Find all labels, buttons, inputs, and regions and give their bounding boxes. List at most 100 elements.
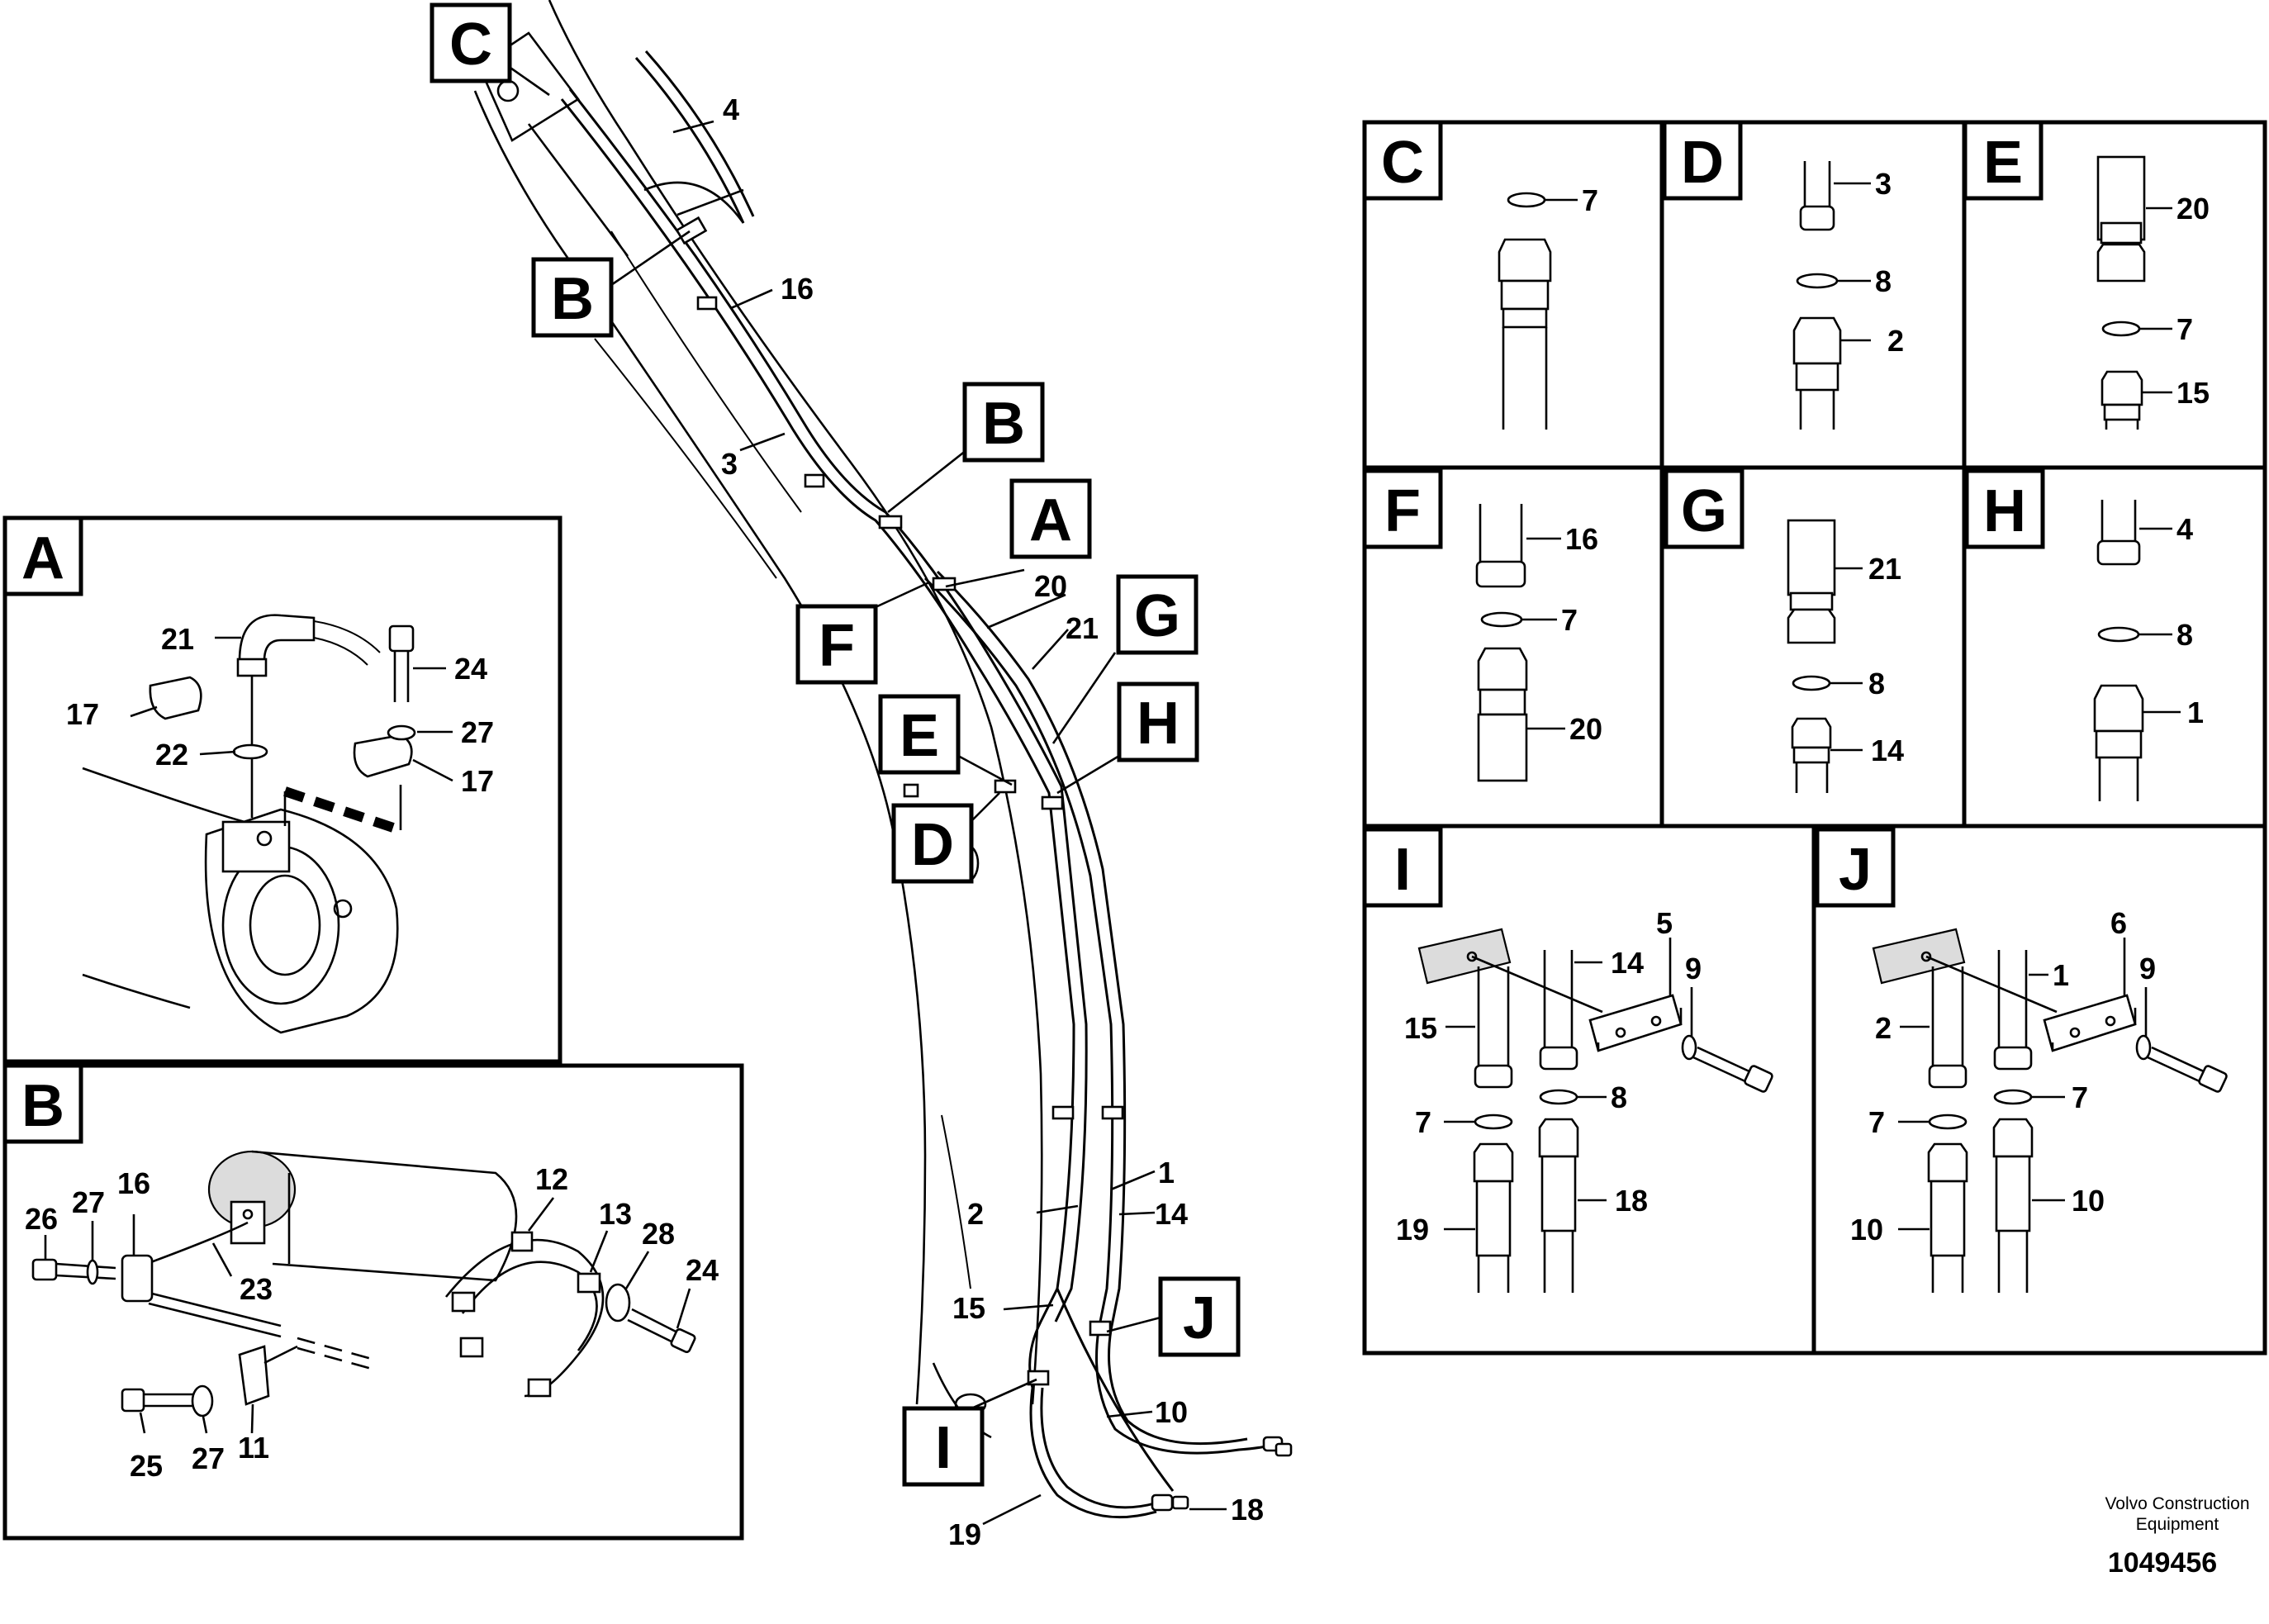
company-name-line1: Volvo Construction — [2105, 1494, 2249, 1513]
detail-d-label-2: 2 — [1887, 324, 1904, 358]
callout-j-main[interactable]: J — [1158, 1276, 1241, 1357]
detail-c-letter: C — [1381, 130, 1424, 196]
part-number-14: 14 — [1155, 1197, 1188, 1231]
detail-d-label-8: 8 — [1875, 264, 1892, 298]
detail-i-label-9: 9 — [1685, 952, 1702, 985]
detail-h-letter: H — [1983, 478, 2026, 544]
detail-panel-c: C 7 — [1362, 120, 1598, 430]
callout-b-mid[interactable]: B — [962, 382, 1045, 463]
part-number-2: 2 — [967, 1197, 984, 1231]
detail-g-label-8: 8 — [1868, 667, 1885, 700]
detail-e-label-20: 20 — [2176, 192, 2210, 226]
detail-g-label-14: 14 — [1871, 734, 1904, 767]
detail-panel-f: F 16 7 20 — [1362, 468, 1602, 782]
detail-j-label-9: 9 — [2139, 952, 2156, 985]
detail-i-label-18: 18 — [1615, 1184, 1648, 1218]
detail-h-label-8: 8 — [2176, 618, 2193, 652]
part-number-16: 16 — [781, 272, 814, 306]
detail-j-label-7b: 7 — [2072, 1080, 2088, 1114]
detail-j-label-1: 1 — [2053, 958, 2069, 992]
part-number-4: 4 — [723, 93, 739, 126]
svg-text:D: D — [911, 812, 954, 878]
detail-panel-h: H 4 8 1 — [1964, 468, 2204, 801]
detail-g-label-21: 21 — [1868, 552, 1901, 586]
footer: Volvo Construction Equipment 1049456 — [2105, 1494, 2249, 1579]
svg-text:G: G — [1134, 583, 1180, 649]
detail-b-letter: B — [21, 1073, 64, 1139]
detail-i-label-19: 19 — [1396, 1213, 1429, 1246]
detail-panel-d: D 3 8 2 — [1662, 120, 1904, 430]
detail-b-label-27b: 27 — [192, 1441, 225, 1475]
detail-f-label-7: 7 — [1561, 603, 1578, 637]
svg-text:I: I — [935, 1415, 952, 1481]
drawing-number: 1049456 — [2108, 1547, 2217, 1579]
detail-a-label-22: 22 — [155, 738, 188, 772]
svg-text:F: F — [819, 613, 855, 679]
callout-b-top[interactable]: B — [531, 257, 614, 338]
detail-d-label-3: 3 — [1875, 167, 1892, 201]
detail-b-label-12: 12 — [535, 1162, 568, 1196]
detail-a-label-17a: 17 — [66, 697, 99, 731]
callout-h-main[interactable]: H — [1117, 681, 1199, 762]
svg-text:B: B — [551, 266, 594, 332]
callout-f-main[interactable]: F — [795, 604, 878, 685]
detail-a-label-21: 21 — [161, 622, 194, 656]
callout-g-main[interactable]: G — [1116, 574, 1199, 655]
detail-b-label-23: 23 — [240, 1272, 273, 1306]
detail-f-label-20: 20 — [1569, 712, 1602, 746]
detail-a-label-27: 27 — [461, 715, 494, 749]
part-number-3: 3 — [721, 447, 738, 481]
part-number-15: 15 — [952, 1291, 985, 1325]
callout-a-main[interactable]: A — [1009, 478, 1092, 559]
part-number-18: 18 — [1231, 1493, 1264, 1527]
detail-j-label-10b: 10 — [2072, 1184, 2105, 1218]
detail-panel-e: E 20 7 15 — [1963, 120, 2210, 430]
callout-i-main[interactable]: I — [902, 1406, 985, 1487]
part-number-19: 19 — [948, 1517, 981, 1551]
detail-panel-j: J 6 1 9 2 — [1815, 827, 2228, 1293]
svg-text:C: C — [449, 12, 492, 78]
svg-text:A: A — [1029, 487, 1072, 553]
detail-e-label-15: 15 — [2176, 376, 2210, 410]
svg-text:B: B — [982, 391, 1025, 457]
detail-g-letter: G — [1681, 478, 1727, 544]
company-name-line2: Equipment — [2136, 1515, 2219, 1534]
detail-b-label-27a: 27 — [72, 1185, 105, 1219]
detail-panel-i: I 14 5 — [1362, 827, 1773, 1293]
detail-i-label-7: 7 — [1415, 1105, 1431, 1139]
detail-j-label-6: 6 — [2110, 906, 2127, 940]
callout-e-main[interactable]: E — [878, 694, 961, 775]
detail-i-label-5: 5 — [1656, 906, 1673, 940]
detail-panel-b: B — [2, 1063, 744, 1541]
detail-b-label-11: 11 — [238, 1431, 269, 1465]
part-number-10: 10 — [1155, 1395, 1188, 1429]
detail-i-letter: I — [1394, 837, 1411, 903]
detail-grid — [1362, 120, 2267, 1356]
detail-e-letter: E — [1983, 130, 2023, 196]
detail-i-label-8: 8 — [1611, 1080, 1627, 1114]
svg-text:J: J — [1183, 1285, 1216, 1351]
detail-d-letter: D — [1681, 130, 1724, 196]
detail-panel-g: G 21 8 14 — [1664, 468, 1904, 793]
detail-b-label-13: 13 — [599, 1197, 632, 1231]
detail-j-label-7a: 7 — [1868, 1105, 1885, 1139]
detail-b-label-24: 24 — [686, 1253, 719, 1287]
svg-text:E: E — [900, 703, 939, 769]
detail-b-label-16: 16 — [117, 1166, 150, 1200]
detail-a-label-17b: 17 — [461, 764, 494, 798]
detail-f-letter: F — [1384, 478, 1421, 544]
detail-h-label-4: 4 — [2176, 512, 2193, 546]
detail-h-label-1: 1 — [2187, 696, 2204, 729]
detail-j-letter: J — [1839, 837, 1872, 903]
detail-j-label-10a: 10 — [1850, 1213, 1883, 1246]
part-number-1: 1 — [1158, 1156, 1175, 1190]
detail-a-label-24: 24 — [454, 652, 487, 686]
svg-text:H: H — [1137, 691, 1180, 757]
detail-b-label-26: 26 — [25, 1202, 58, 1236]
part-number-20: 20 — [1034, 569, 1067, 603]
callout-c-main[interactable]: C — [430, 2, 512, 83]
detail-f-label-16: 16 — [1565, 522, 1598, 556]
detail-a-letter: A — [21, 525, 64, 591]
callout-d-main[interactable]: D — [891, 803, 974, 884]
